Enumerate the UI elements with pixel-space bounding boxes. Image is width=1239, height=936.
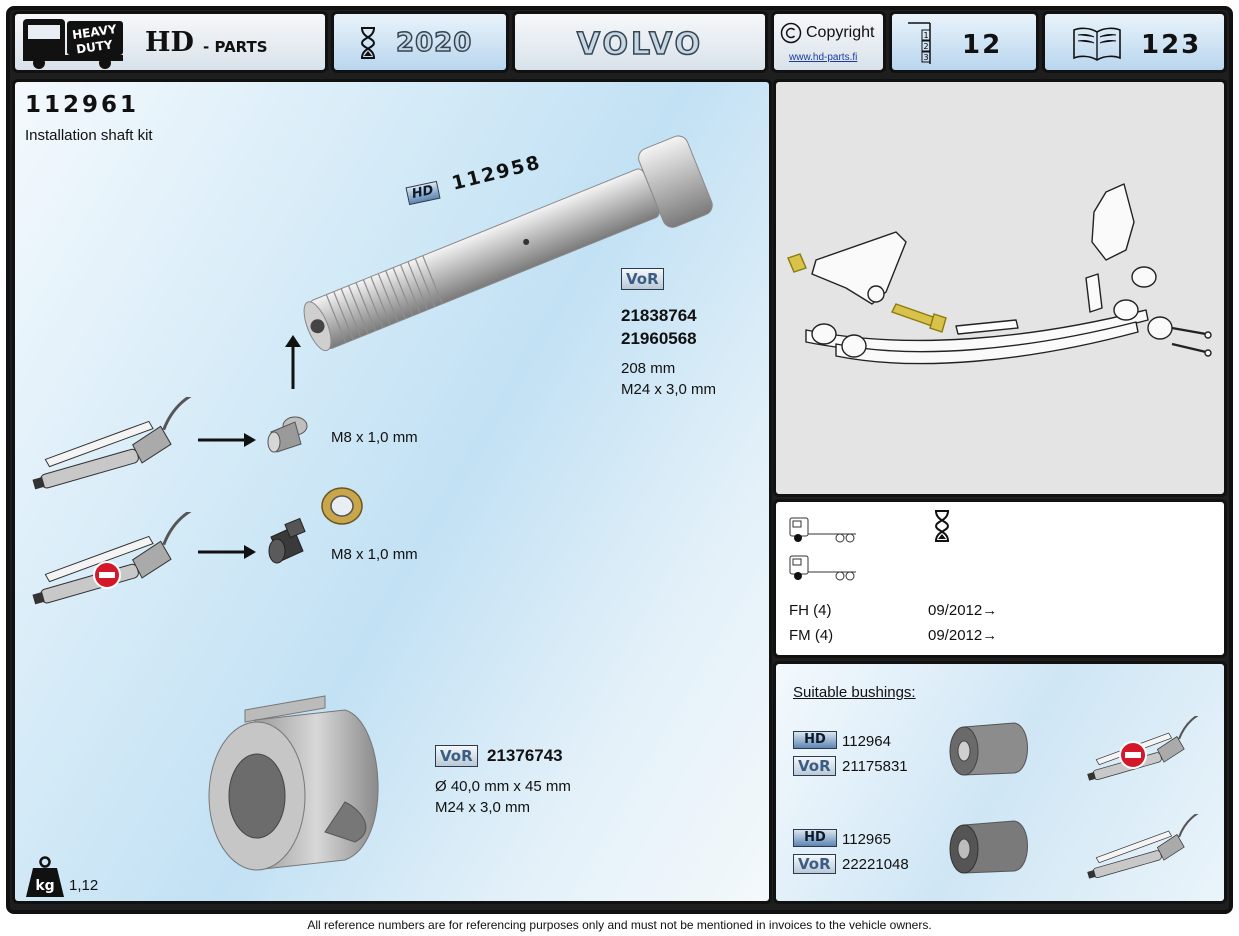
rubber-bushing-image: [949, 722, 1028, 776]
header-page-number: 123: [1141, 30, 1202, 60]
bushing-vor-badge: VoR: [793, 854, 836, 874]
truck-axle-icon: [789, 555, 856, 581]
header-group: 1 2 3 12: [889, 11, 1039, 73]
grease-gun-icon: [32, 512, 209, 605]
header-year-text: 2020: [395, 27, 473, 59]
leaf-spring-drawing: [787, 183, 1212, 365]
arrow-right-icon: [198, 433, 256, 447]
drain-plug-icon: [268, 517, 306, 564]
header-brand: HEAVY DUTY HD - PARTS: [12, 11, 328, 73]
part-description: Installation shaft kit: [25, 127, 153, 144]
brand-parts: - PARTS: [203, 38, 268, 56]
grease-gun-icon: [32, 397, 209, 490]
header-group-number: 12: [962, 30, 1003, 60]
bushing-oem-number: 21175831: [842, 758, 908, 775]
brand-hd: HD: [145, 27, 194, 58]
svg-text:3: 3: [923, 53, 928, 62]
shaft-oem-number-1: 21838764: [621, 306, 697, 325]
part-weight: 1,12: [69, 877, 99, 894]
bushings-panel: Suitable bushings: HD 112964 VoR 2117583…: [773, 661, 1227, 904]
part-panel: 112961 Installation shaft kit: [12, 79, 772, 904]
part-number: 112961: [25, 92, 140, 118]
bushing-hd-number: 112965: [842, 831, 891, 848]
bushing-oem-number: 22221048: [842, 856, 909, 873]
logo-line-1: HEAVY: [71, 22, 118, 42]
hourglass-icon: [360, 27, 376, 59]
logo-line-2: DUTY: [75, 38, 113, 57]
header-make-text: VOLVO: [576, 26, 704, 63]
bushings-title: Suitable bushings:: [793, 684, 916, 701]
application-model: FM (4): [789, 627, 834, 644]
footer-note: All reference numbers are for referencin…: [307, 918, 932, 932]
copyright-link[interactable]: www.hd-parts.fi: [789, 52, 858, 63]
plug-thread: M8 x 1,0 mm: [331, 546, 418, 563]
shaft-vor-badge: VoR: [621, 268, 664, 290]
svg-text:1: 1: [923, 31, 928, 40]
bushing-hd-number: 112964: [842, 733, 891, 750]
grease-gun-icon: [1087, 814, 1211, 879]
sealing-washer-icon: [321, 487, 363, 525]
hourglass-icon: [934, 510, 950, 542]
header-year: 2020: [331, 11, 509, 73]
nut-oem-number: 21376743: [487, 746, 563, 765]
shaft-image: [303, 135, 713, 352]
copyright-label: Copyright: [806, 24, 875, 41]
application-date: 09/2012→: [928, 627, 998, 644]
applications-panel: FH (4) 09/2012→ FM (4) 09/2012→: [773, 499, 1227, 658]
nut-vor-badge: VoR: [435, 745, 478, 767]
nut-thread: M24 x 3,0 mm: [435, 799, 531, 816]
grease-gun-icon: [1087, 716, 1211, 781]
shaft-oem-number-2: 21960568: [621, 329, 697, 348]
bushing-vor-badge: VoR: [793, 756, 836, 776]
shaft-length: 208 mm: [621, 360, 676, 377]
truck-logo-icon: HEAVY DUTY: [23, 19, 123, 69]
exploded-drawing-panel: [773, 79, 1227, 497]
svg-text:2: 2: [923, 42, 928, 51]
nut-dimensions: Ø 40,0 mm x 45 mm: [435, 778, 571, 795]
no-entry-icon: [1119, 741, 1147, 769]
header-page: 123: [1042, 11, 1227, 73]
bushing-nut-image: [208, 695, 379, 871]
rubber-bushing-image: [949, 820, 1028, 874]
arrow-up-icon: [285, 335, 301, 389]
nipple-thread: M8 x 1,0 mm: [331, 429, 418, 446]
header-copyright: Copyright www.hd-parts.fi: [771, 11, 886, 73]
truck-axle-icon: [789, 517, 856, 543]
no-entry-icon: [93, 561, 121, 589]
application-model: FH (4): [789, 602, 832, 619]
arrow-right-icon: [198, 545, 256, 559]
index-icon: 1 2 3: [908, 22, 931, 64]
grease-nipple-icon: [267, 416, 308, 453]
application-date: 09/2012→: [928, 602, 998, 619]
header-make: VOLVO: [512, 11, 768, 73]
weight-icon: kg: [26, 856, 64, 897]
copyright-icon: [780, 22, 802, 44]
book-icon: [1073, 27, 1121, 61]
bushing-hd-badge: HD: [793, 829, 837, 847]
bushing-hd-badge: HD: [793, 731, 837, 749]
weight-icon-label: kg: [35, 878, 54, 894]
shaft-thread: M24 x 3,0 mm: [621, 381, 717, 398]
